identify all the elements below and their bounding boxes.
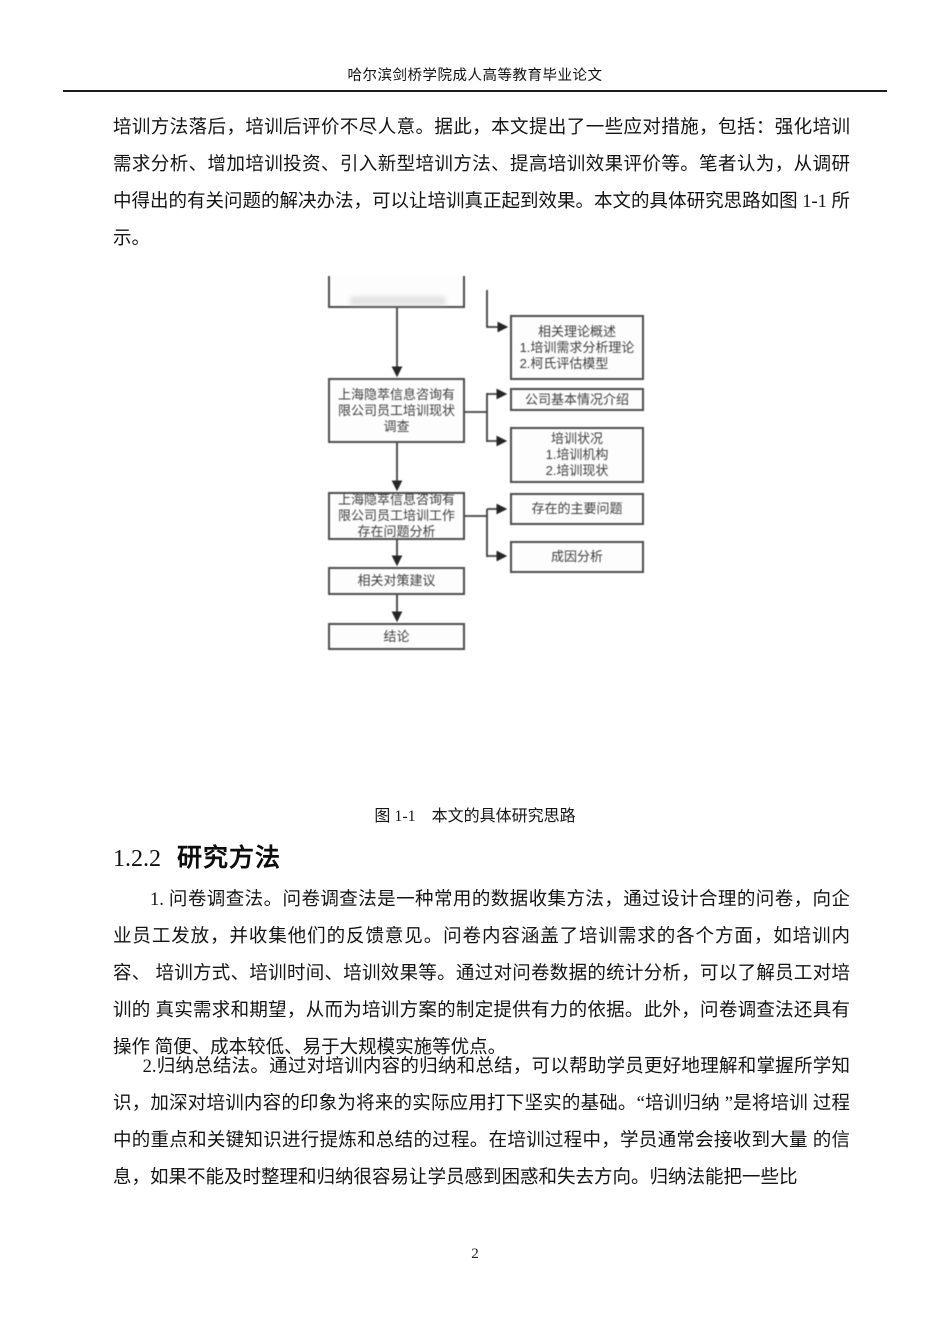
flowchart-box-cause-analysis: 成因分析: [510, 541, 644, 573]
flowchart-connectors: [391, 290, 509, 623]
box-line: 上海隐萃信息咨询有: [337, 492, 455, 507]
box-label: 相关对策建议: [357, 573, 436, 588]
research-flowchart-figure: 上海隐萃信息咨询有 限公司员工培训现状 调查 相关理论概述 1.培训需求分析理论…: [315, 276, 655, 656]
box-label: 公司基本情况介绍: [524, 391, 629, 407]
box-title: 相关理论概述: [537, 323, 616, 339]
header-rule: [63, 90, 887, 92]
box-label: 成因分析: [550, 549, 603, 564]
flowchart-box-problem-analysis: 上海隐萃信息咨询有 限公司员工培训工作 存在问题分析: [328, 492, 465, 540]
flowchart-box-theory: 相关理论概述 1.培训需求分析理论 2.柯氏评估模型: [510, 315, 644, 380]
figure-caption: 图 1-1 本文的具体研究思路: [374, 808, 576, 825]
box-label: 结论: [383, 628, 410, 644]
page-header: 哈尔滨剑桥学院成人高等教育毕业论文: [347, 68, 603, 84]
box-title: 培训状况: [550, 431, 603, 446]
flowchart-box-main-problems: 存在的主要问题: [510, 493, 644, 525]
box-line: 限公司员工培训现状: [337, 402, 455, 418]
box-item: 1.培训机构: [545, 447, 609, 462]
flowchart-box-top-cutoff: [328, 276, 465, 308]
section-number: 1.2.2: [113, 846, 161, 872]
flowchart-box-suggestions: 相关对策建议: [328, 567, 465, 595]
faded-illegible-text: [350, 296, 446, 306]
box-line: 上海隐萃信息咨询有: [337, 386, 455, 402]
flowchart-box-training-status: 培训状况 1.培训机构 2.培训现状: [510, 427, 644, 483]
page-number: 2: [471, 1246, 479, 1262]
box-line: 调查: [383, 418, 410, 434]
flowchart-box-company-intro: 公司基本情况介绍: [510, 388, 644, 411]
box-item: 2.培训现状: [545, 463, 609, 478]
section-title: 研究方法: [177, 844, 282, 872]
box-item: 2.柯氏评估模型: [519, 355, 609, 371]
box-line: 存在问题分析: [357, 524, 436, 539]
flowchart-box-conclusion: 结论: [328, 623, 465, 650]
flowchart-box-survey: 上海隐萃信息咨询有 限公司员工培训现状 调查: [328, 378, 465, 443]
box-item: 1.培训需求分析理论: [519, 339, 635, 355]
box-line: 限公司员工培训工作: [337, 508, 455, 523]
paragraph-questionnaire-method: 1. 问卷调查法。问卷调查法是一种常用的数据收集方法，通过设计合理的问卷，向企业…: [113, 890, 850, 1058]
paragraph-intro: 培训方法落后，培训后评价不尽人意。据此，本文提出了一些应对措施，包括：强化培训需…: [113, 118, 850, 249]
box-label: 存在的主要问题: [531, 501, 623, 516]
section-heading: 1.2.2 研究方法: [113, 838, 281, 874]
paragraph-summary-method: 2.归纳总结法。通过对培训内容的归纳和总结，可以帮助学员更好地理解和掌握所学知识…: [113, 1057, 850, 1188]
